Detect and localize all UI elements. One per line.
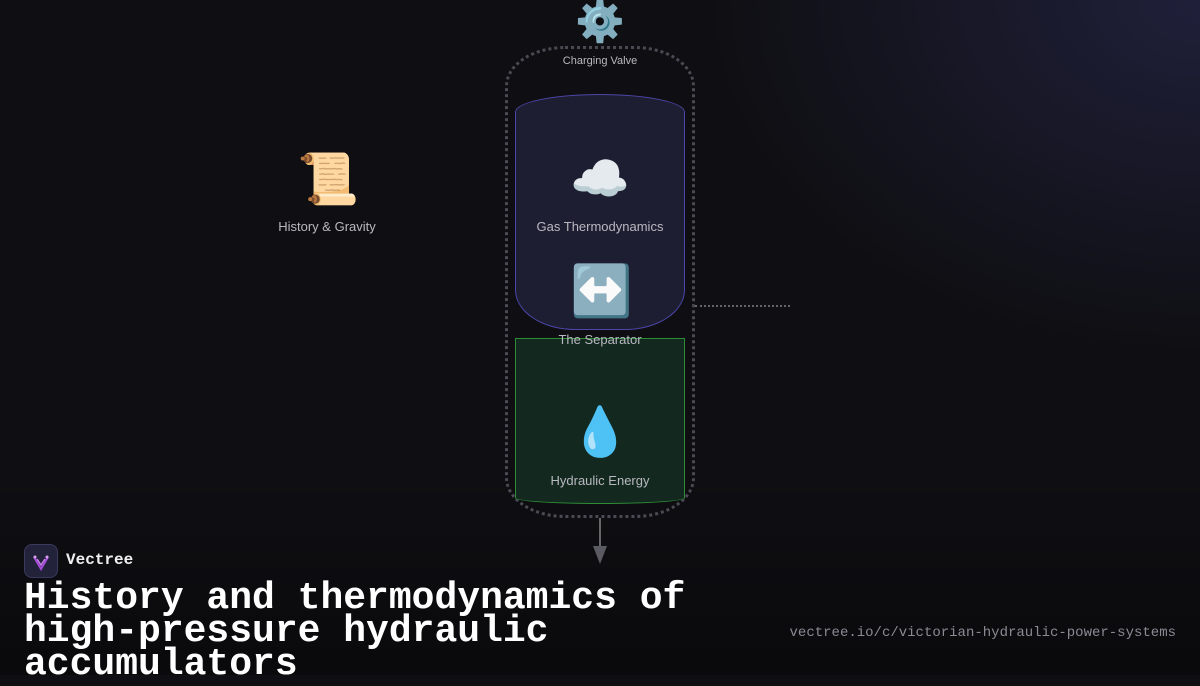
vectree-logo	[24, 544, 58, 578]
gear-icon: ⚙️	[575, 0, 625, 45]
history-gravity-label: History & Gravity	[278, 219, 376, 234]
droplet-icon: 💧	[570, 404, 630, 460]
cloud-icon: ☁️	[570, 151, 630, 207]
source-url: vectree.io/c/victorian-hydraulic-power-s…	[789, 625, 1176, 641]
page-title: History and thermodynamics of high-press…	[24, 577, 686, 686]
left-right-arrow-icon: ↔️	[570, 262, 633, 320]
scroll-icon: 📜	[297, 150, 360, 208]
charging-valve-label: Charging Valve	[562, 55, 638, 67]
separator-label: The Separator	[558, 332, 642, 347]
brand-name: Vectree	[66, 551, 134, 569]
hydraulic-energy-label: Hydraulic Energy	[550, 473, 650, 488]
gas-chamber	[515, 94, 685, 330]
separator-connector-line	[695, 305, 790, 307]
outlet-line	[599, 518, 601, 548]
outlet-arrow-icon	[593, 546, 607, 564]
gas-thermodynamics-label: Gas Thermodynamics	[536, 219, 664, 234]
accumulator-shell	[505, 46, 695, 518]
hydraulic-chamber	[515, 338, 685, 504]
